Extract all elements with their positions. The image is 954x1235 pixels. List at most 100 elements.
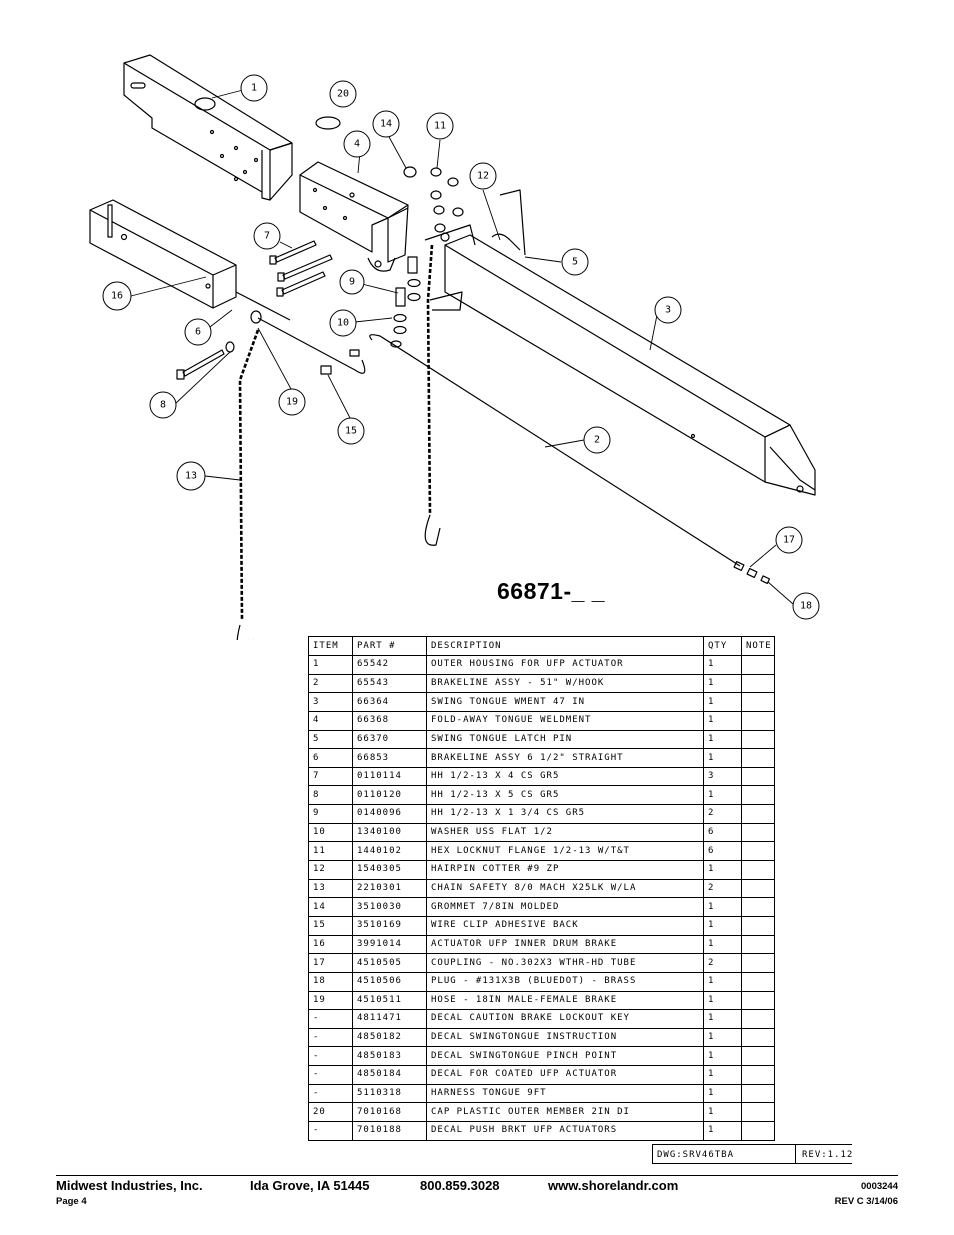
cell-item: 2 bbox=[308, 673, 353, 694]
cell-qty: 1 bbox=[703, 1102, 742, 1123]
cell-part-number: 4850184 bbox=[352, 1065, 427, 1085]
cell-description: DECAL SWINGTONGUE PINCH POINT bbox=[426, 1046, 704, 1067]
cell-part-number: 4510511 bbox=[352, 990, 427, 1011]
callout-13: 13 bbox=[176, 461, 206, 491]
cell-qty: 2 bbox=[703, 878, 742, 899]
cell-item: 14 bbox=[308, 897, 353, 917]
swing-tongue-part bbox=[424, 224, 816, 496]
callout-18: 18 bbox=[792, 592, 820, 620]
outer-housing-part bbox=[123, 54, 293, 201]
cell-part-number: 4850182 bbox=[352, 1027, 427, 1048]
cell-qty: 1 bbox=[703, 915, 742, 936]
svg-text:1: 1 bbox=[251, 83, 257, 94]
footer-company: Midwest Industries, Inc. bbox=[56, 1178, 203, 1193]
safety-hook-right bbox=[424, 514, 441, 546]
latch-pin-part bbox=[499, 189, 526, 256]
cell-note bbox=[741, 934, 775, 955]
callout-10: 10 bbox=[329, 309, 357, 337]
cell-item: 17 bbox=[308, 953, 353, 973]
bolt-item-8 bbox=[176, 341, 235, 380]
svg-text:19: 19 bbox=[286, 397, 298, 408]
cell-note bbox=[741, 710, 775, 731]
svg-text:4: 4 bbox=[354, 139, 360, 150]
wire-clip-part bbox=[320, 365, 332, 375]
hairpin-part bbox=[491, 233, 521, 251]
callout-19: 19 bbox=[278, 388, 306, 416]
callout-16: 16 bbox=[102, 281, 132, 311]
cell-note bbox=[741, 785, 775, 806]
cell-description: HH 1/2-13 X 1 3/4 CS GR5 bbox=[426, 804, 704, 824]
header-part-number: PART # bbox=[352, 636, 427, 656]
cell-part-number: 0110114 bbox=[352, 766, 427, 787]
cell-description: OUTER HOUSING FOR UFP ACTUATOR bbox=[426, 655, 704, 675]
svg-text:16: 16 bbox=[111, 291, 123, 302]
cell-description: HAIRPIN COTTER #9 ZP bbox=[426, 860, 704, 880]
footer-divider bbox=[56, 1175, 898, 1176]
footer-page-number: Page 4 bbox=[56, 1196, 87, 1207]
cell-note bbox=[741, 1083, 775, 1104]
cell-qty: 1 bbox=[703, 1083, 742, 1104]
locknuts-item-11 bbox=[430, 167, 464, 233]
cell-item: 7 bbox=[308, 766, 353, 787]
cell-part-number: 4510505 bbox=[352, 953, 427, 973]
cell-note bbox=[741, 841, 775, 862]
drawing-revision: REV:1.12 bbox=[796, 1144, 852, 1164]
cell-note bbox=[741, 897, 775, 917]
svg-text:14: 14 bbox=[380, 119, 392, 130]
cell-item: 3 bbox=[308, 692, 353, 712]
cell-qty: 1 bbox=[703, 971, 742, 992]
callout-17: 17 bbox=[775, 526, 803, 554]
callout-15: 15 bbox=[337, 417, 365, 445]
footer-location: Ida Grove, IA 51445 bbox=[250, 1178, 370, 1193]
callout-2: 2 bbox=[583, 426, 611, 454]
plastic-cap-part bbox=[315, 116, 341, 130]
cell-part-number: 4510506 bbox=[352, 971, 427, 992]
cell-qty: 1 bbox=[703, 1046, 742, 1067]
cell-item: 8 bbox=[308, 785, 353, 806]
cell-note bbox=[741, 915, 775, 936]
svg-text:10: 10 bbox=[337, 318, 349, 329]
hose-end-fitting bbox=[349, 349, 360, 357]
header-note: NOTE bbox=[741, 636, 775, 656]
cell-qty: 1 bbox=[703, 934, 742, 955]
washers-item-10 bbox=[390, 278, 421, 348]
cell-description: WASHER USS FLAT 1/2 bbox=[426, 822, 704, 843]
cell-item: 15 bbox=[308, 915, 353, 936]
header-qty: QTY bbox=[703, 636, 742, 656]
cell-item: 12 bbox=[308, 860, 353, 880]
cell-description: DECAL FOR COATED UFP ACTUATOR bbox=[426, 1065, 704, 1085]
cell-part-number: 66370 bbox=[352, 729, 427, 750]
svg-text:2: 2 bbox=[594, 435, 600, 446]
svg-text:15: 15 bbox=[345, 426, 357, 437]
parts-table-header: ITEM PART # DESCRIPTION QTY NOTE bbox=[308, 636, 775, 656]
cell-item: 19 bbox=[308, 990, 353, 1011]
cell-note bbox=[741, 971, 775, 992]
cell-item: 13 bbox=[308, 878, 353, 899]
footer-revision: REV C 3/14/06 bbox=[834, 1196, 898, 1207]
cell-description: DECAL SWINGTONGUE INSTRUCTION bbox=[426, 1027, 704, 1048]
cell-part-number: 4811471 bbox=[352, 1009, 427, 1029]
cell-description: SWING TONGUE LATCH PIN bbox=[426, 729, 704, 750]
callout-20: 20 bbox=[329, 80, 357, 108]
diagram-linework bbox=[89, 54, 816, 640]
cell-qty: 2 bbox=[703, 804, 742, 824]
cell-qty: 6 bbox=[703, 822, 742, 843]
leader-lines bbox=[130, 89, 794, 605]
actuator-inner-part bbox=[89, 199, 237, 309]
cell-part-number: 5110318 bbox=[352, 1083, 427, 1104]
footer-website[interactable]: www.shorelandr.com bbox=[548, 1178, 679, 1193]
